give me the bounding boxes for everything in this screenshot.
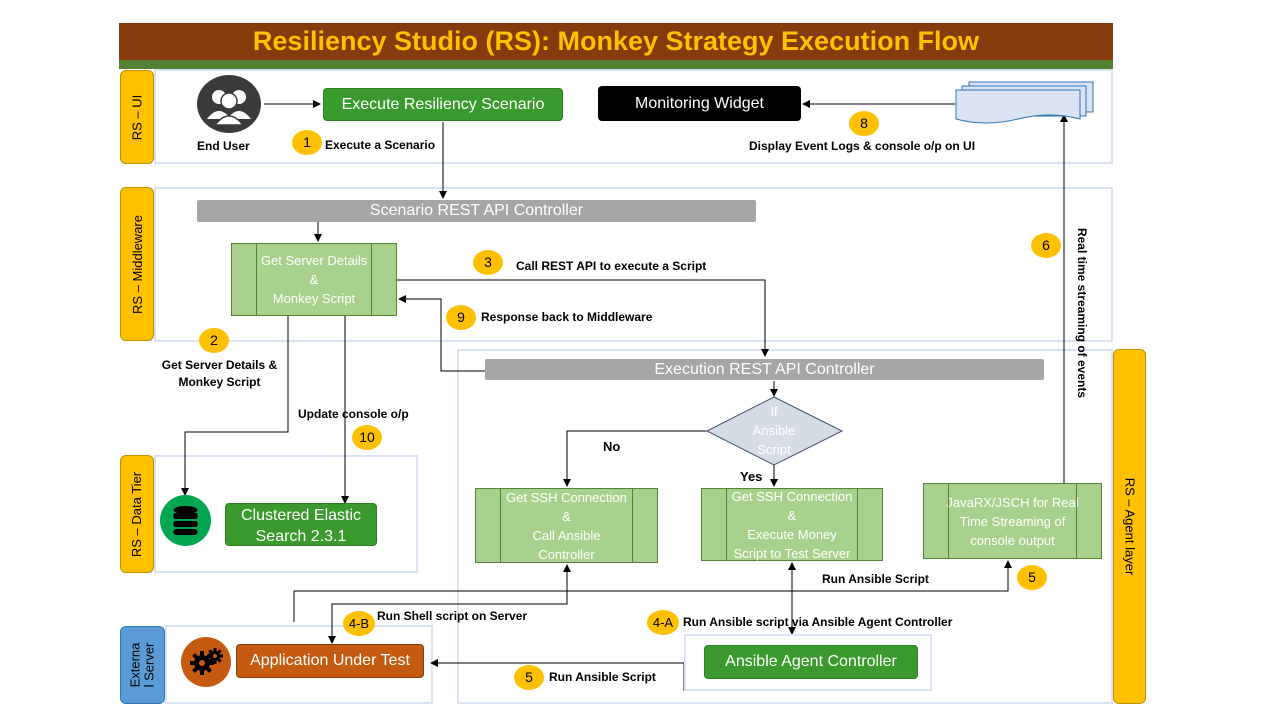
get-server-details-process: Get Server Details & Monkey Script — [231, 243, 397, 316]
ssh-ansible-line4: Controller — [538, 546, 595, 562]
users-group-icon — [197, 75, 261, 133]
step-label-3: Call REST API to execute a Script — [516, 259, 707, 273]
page-title: Resiliency Studio (RS): Monkey Strategy … — [119, 23, 1113, 60]
javarx-jsch-process: JavaRX/JSCH for Real Time Streaming of c… — [923, 483, 1102, 559]
step-badge-8: 8 — [849, 111, 879, 136]
decision-line3: Script — [757, 442, 791, 457]
javarx-line2: Time Streaming of — [959, 513, 1066, 529]
step-label-2-line2: Monkey Script — [178, 375, 261, 389]
ssh-ansible-line1: Get SSH Connection — [506, 489, 627, 505]
lane-tab-middleware: RS – Middleware — [120, 187, 154, 341]
step-label-1: Execute a Scenario — [325, 138, 436, 152]
lane-tab-agent: RS – Agent layer — [1113, 349, 1146, 704]
ssh-ansible-line3: Call Ansible — [532, 527, 601, 543]
decision-diamond — [705, 396, 844, 466]
lane-tab-external: Externa l Server — [120, 626, 165, 704]
javarx-line3: console output — [970, 532, 1055, 548]
step-badge-2: 2 — [199, 328, 229, 353]
step-badge-7: 6 — [1031, 233, 1061, 258]
step-label-5: Run Ansible Script — [549, 670, 656, 684]
step-badge-6: 5 — [1017, 565, 1047, 590]
step-label-4b: Run Shell script on Server — [377, 609, 528, 623]
application-under-test: Application Under Test — [236, 644, 424, 678]
scenario-rest-api-controller: Scenario REST API Controller — [197, 200, 756, 222]
documents-stack-icon — [955, 81, 1095, 126]
decision-line2: Ansible — [752, 423, 796, 438]
decision-line1: If — [770, 404, 778, 419]
get-server-details-line1: Get Server Details — [260, 253, 368, 268]
step-badge-5: 5 — [514, 665, 544, 690]
ssh-money-line1: Get SSH Connection — [731, 488, 853, 504]
step-label-6: Run Ansible Script — [822, 572, 929, 586]
database-icon — [160, 495, 211, 546]
step-badge-10: 10 — [352, 425, 382, 450]
javarx-line1: JavaRX/JSCH for Real — [946, 494, 1079, 510]
ssh-money-line2: & — [787, 507, 797, 523]
end-user-label: End User — [197, 139, 250, 153]
step-label-10: Update console o/p — [298, 407, 409, 421]
branch-no-label: No — [603, 439, 621, 454]
step-label-2-line1: Get Server Details & — [161, 358, 278, 372]
step-label-8: Display Event Logs & console o/p on UI — [749, 139, 976, 153]
execute-scenario-button[interactable]: Execute Resiliency Scenario — [323, 88, 563, 121]
ssh-call-ansible-process: Get SSH Connection & Call Ansible Contro… — [475, 488, 658, 563]
step-badge-9: 9 — [446, 305, 476, 330]
lane-tab-ui: RS – UI — [120, 70, 154, 164]
clustered-elastic-search: Clustered Elastic Search 2.3.1 — [225, 503, 377, 546]
ssh-money-line3: Execute Money — [747, 526, 837, 542]
title-underline — [119, 60, 1113, 69]
ssh-money-line4: Script to Test Server — [733, 545, 851, 561]
monitoring-widget[interactable]: Monitoring Widget — [598, 86, 801, 121]
step-label-7: Real time streaming of events — [1075, 227, 1089, 399]
step-label-4a: Run Ansible script via Ansible Agent Con… — [683, 615, 953, 629]
step-badge-4b: 4-B — [343, 611, 375, 636]
decision-label: If Ansible Script — [744, 402, 804, 459]
ansible-agent-controller: Ansible Agent Controller — [704, 645, 918, 679]
step-badge-4a: 4-A — [647, 610, 679, 635]
elastic-line1: Clustered Elastic — [240, 507, 362, 524]
branch-yes-label: Yes — [740, 469, 763, 484]
execution-rest-api-controller: Execution REST API Controller — [485, 359, 1044, 380]
ssh-execute-money-process: Get SSH Connection & Execute Money Scrip… — [701, 488, 883, 561]
lane-tab-data-tier: RS – Data Tier — [120, 455, 154, 573]
get-server-details-line3: Monkey Script — [272, 291, 356, 306]
step-label-2: Get Server Details & Monkey Script — [157, 357, 282, 391]
step-badge-1: 1 — [292, 130, 322, 155]
get-server-details-line2: & — [309, 272, 319, 287]
gears-icon — [181, 637, 231, 687]
step-label-9: Response back to Middleware — [481, 310, 653, 324]
step-label-7-wrap: Real time streaming of events — [1072, 220, 1092, 406]
ssh-ansible-line2: & — [562, 508, 571, 524]
elastic-line2: Search 2.3.1 — [255, 528, 347, 545]
step-badge-3: 3 — [473, 250, 503, 275]
